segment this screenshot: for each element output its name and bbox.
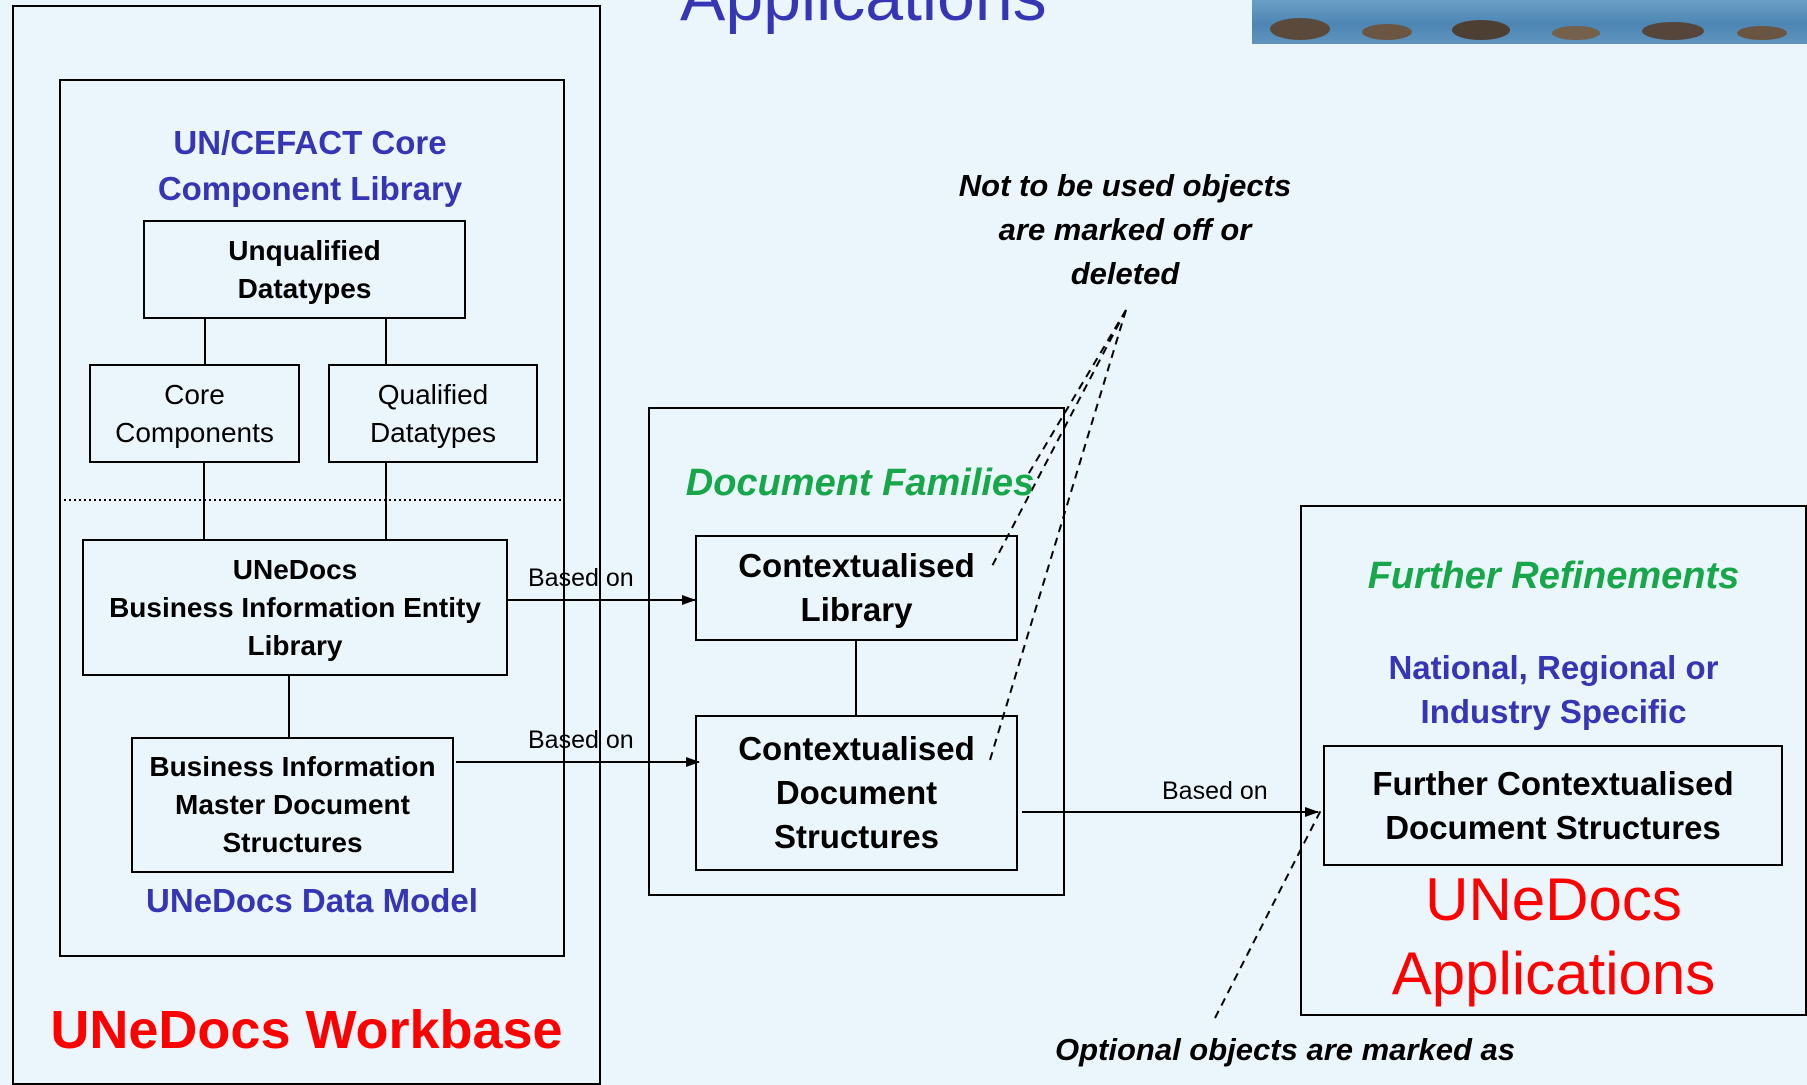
contextualised-library-label: Contextualised Library — [738, 547, 975, 628]
qualified-datatypes-label: Qualified Datatypes — [369, 378, 497, 448]
based-on-label-3: Based on — [1162, 777, 1268, 805]
based-on-label-2: Based on — [528, 726, 634, 754]
further-refinements-panel — [1300, 505, 1807, 1016]
unqualified-datatypes-box — [143, 220, 466, 319]
based-on-label-1: Based on — [528, 564, 634, 592]
not-used-note: Not to be used objects are marked off or… — [958, 167, 1292, 291]
master-document-structures-label: Business Information Master Document Str… — [149, 751, 436, 858]
unqualified-datatypes-label: Unqualified Datatypes — [228, 234, 381, 304]
data-model-label: UNeDocs Data Model — [146, 882, 478, 919]
data-model-panel — [59, 79, 565, 957]
unedocs-applications-title: UNeDocs Applications — [1391, 866, 1716, 1007]
document-families-panel — [648, 407, 1065, 896]
bie-library-box — [82, 539, 508, 676]
document-families-title: Document Families — [685, 461, 1035, 504]
core-component-library-title: UN/CEFACT Core Component Library — [157, 124, 463, 207]
contextualised-docs-label: Contextualised Document Structures — [738, 730, 975, 855]
refinements-subtitle: National, Regional or Industry Specific — [1388, 649, 1719, 730]
further-contextualised-label: Further Contextualised Document Structur… — [1372, 764, 1734, 846]
slide-title: Applications — [680, 0, 1047, 36]
bie-library-label: UNeDocs Business Information Entity Libr… — [109, 553, 481, 661]
contextualised-docs-box — [695, 715, 1018, 871]
core-components-box — [89, 364, 300, 463]
qualified-datatypes-box — [328, 364, 538, 463]
core-components-label: Core Components — [115, 378, 274, 448]
further-refinements-title: Further Refinements — [1367, 554, 1740, 597]
contextualised-library-box — [695, 535, 1018, 641]
optional-note: Optional objects are marked as — [1054, 1032, 1515, 1067]
further-contextualised-box — [1323, 745, 1783, 866]
master-document-structures-box — [131, 737, 454, 873]
header-photo — [1252, 0, 1807, 44]
workbase-title: UNeDocs Workbase — [50, 1000, 563, 1060]
